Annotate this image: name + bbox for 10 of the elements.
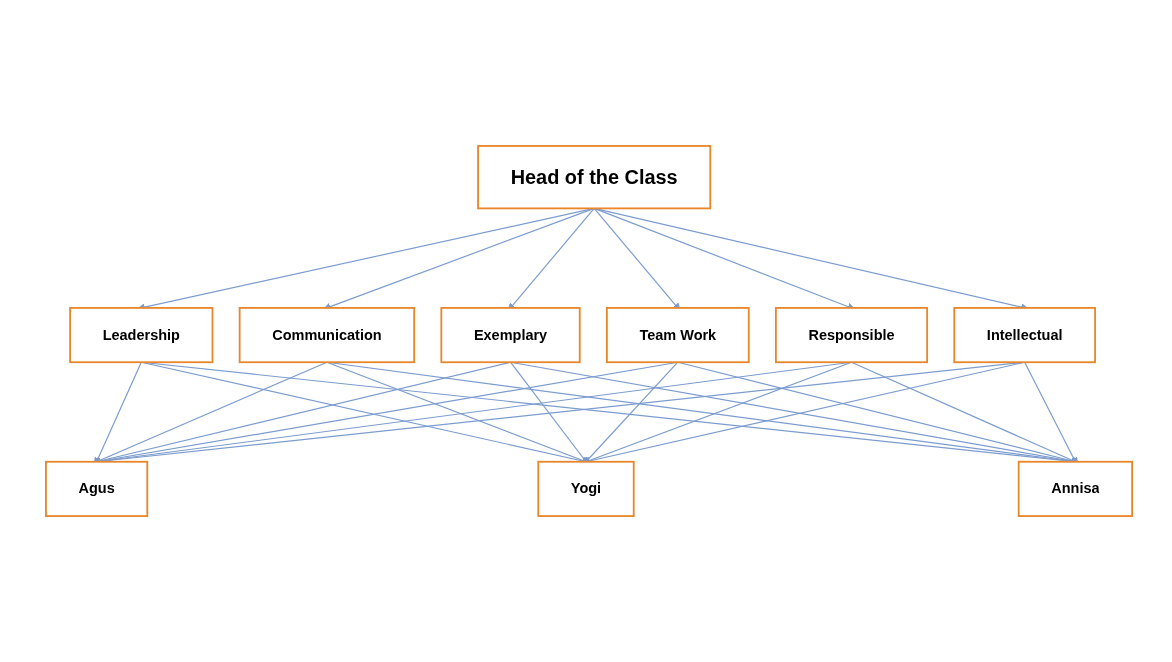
node-box: Agus [45, 460, 149, 517]
node-box: Head of the Class [477, 145, 712, 210]
node-box: Communication [238, 307, 416, 364]
node-box: Responsible [774, 307, 929, 364]
node-box: Leadership [69, 307, 214, 364]
node-box: Yogi [537, 460, 635, 517]
node-box: Exemplary [440, 307, 581, 364]
node-box: Annisa [1017, 460, 1133, 517]
node-box: Intellectual [953, 307, 1096, 364]
node-box: Team Work [605, 307, 750, 364]
